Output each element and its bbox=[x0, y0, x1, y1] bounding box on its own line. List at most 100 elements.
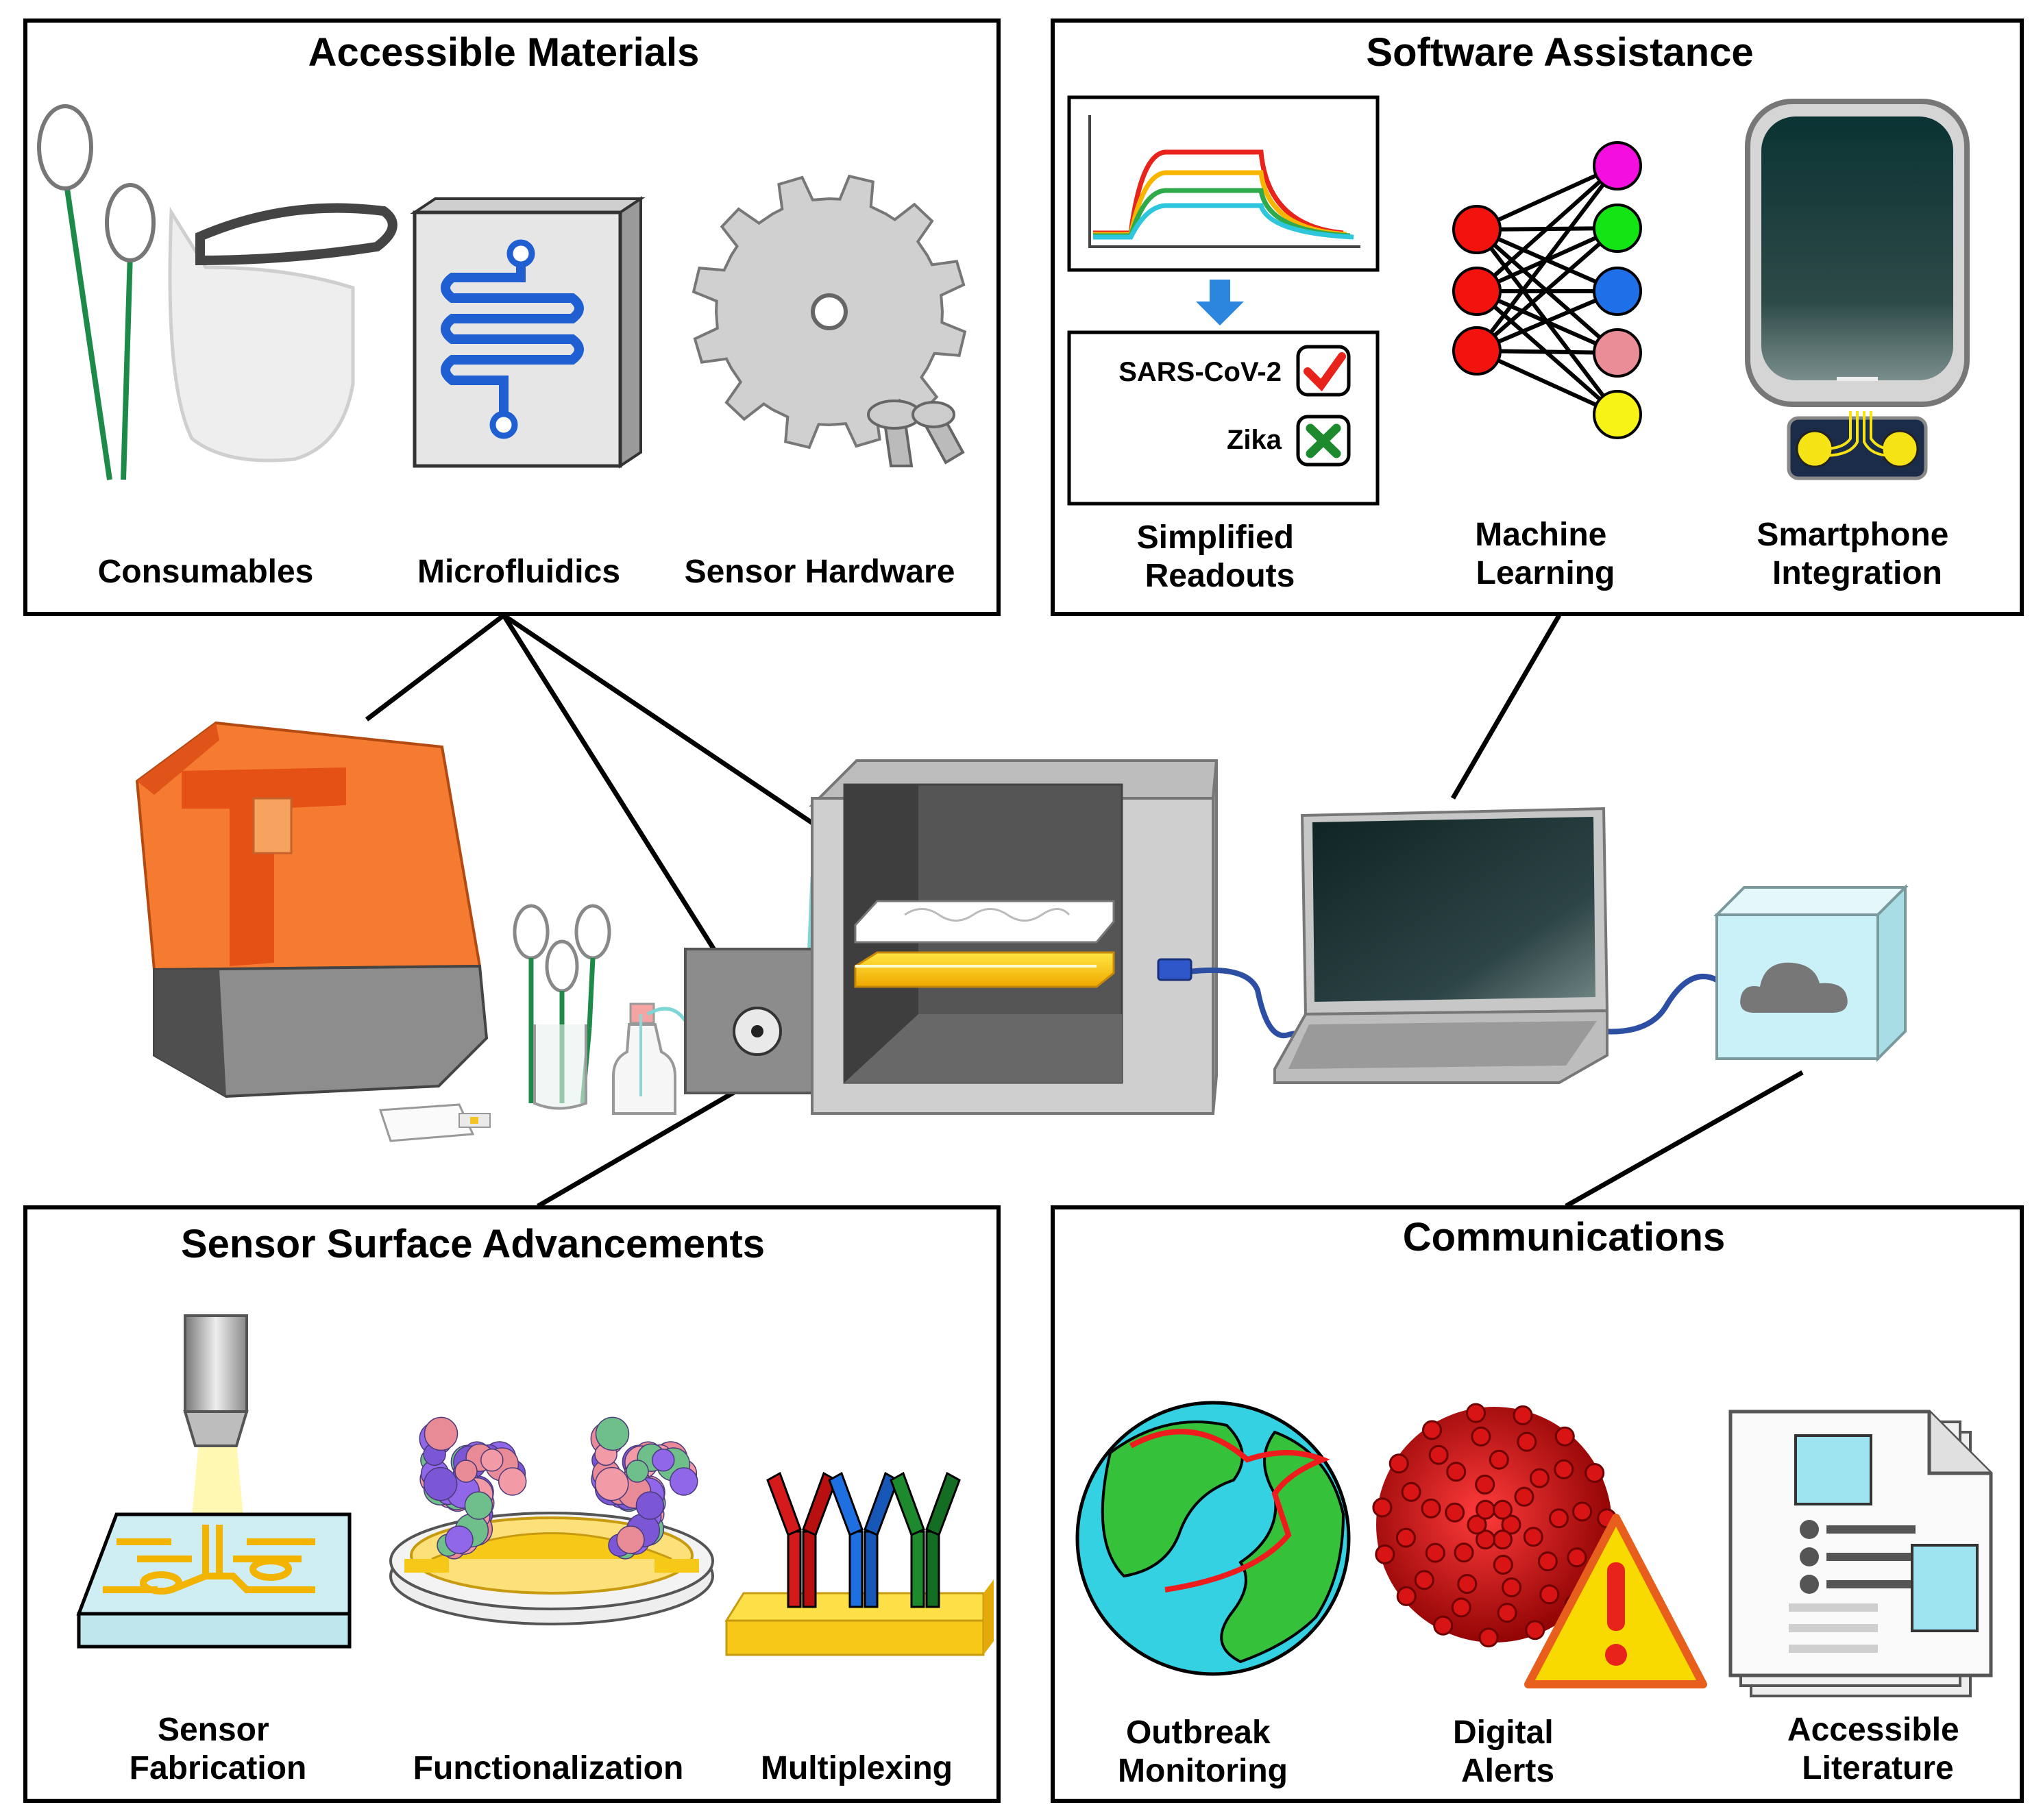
resin-3d-printer-icon bbox=[135, 721, 491, 1142]
virus-capsomer bbox=[1467, 1514, 1487, 1535]
panel-title: Sensor Surface Advancements bbox=[181, 1222, 765, 1266]
pump-icon bbox=[684, 948, 824, 1094]
virus-capsomer bbox=[1476, 1529, 1495, 1550]
item-label-sensor-hardware: Sensor Hardware bbox=[685, 554, 955, 590]
virus-capsomer bbox=[1466, 1403, 1486, 1423]
item-label-digital-alerts: Digital Alerts bbox=[1453, 1714, 1563, 1789]
item-label-smartphone-integration: Smartphone Integration bbox=[1757, 517, 1957, 591]
item-label-simplified-readouts: Simplified Readouts bbox=[1137, 519, 1304, 594]
gear-icon bbox=[692, 174, 967, 467]
protein-subunit bbox=[669, 1467, 698, 1496]
virus-capsomer bbox=[1395, 1527, 1416, 1548]
virus-capsomer bbox=[1525, 1620, 1545, 1640]
protein-subunit bbox=[445, 1525, 474, 1554]
virus-capsomer bbox=[1372, 1497, 1393, 1518]
panel-sensor-surface-advancements: Sensor Surface Advancements Sensor Fabri… bbox=[23, 1205, 1001, 1803]
virus-capsomer bbox=[1471, 1426, 1491, 1447]
sample-bottle-icon bbox=[612, 1003, 676, 1115]
antibody-green-icon bbox=[890, 1471, 961, 1608]
item-label-functionalization: Functionalization bbox=[413, 1750, 684, 1786]
virus-capsomer bbox=[1554, 1459, 1574, 1479]
result-label-sars-cov-2: SARS-CoV-2 bbox=[1118, 357, 1282, 387]
item-label-multiplexing: Multiplexing bbox=[761, 1750, 953, 1786]
panel-accessible-materials: Accessible Materials Consumables Microfl… bbox=[23, 19, 1001, 616]
item-label-accessible-literature: Accessible Literature bbox=[1787, 1712, 1968, 1786]
virus-capsomer bbox=[1493, 1555, 1513, 1575]
virus-capsomer bbox=[1497, 1603, 1517, 1623]
laptop-icon bbox=[1273, 807, 1609, 1084]
panel-software-assistance: Software Assistance SARS-CoV-2 Zika Simp… bbox=[1051, 19, 2024, 616]
laser-fabrication-icon bbox=[76, 1314, 352, 1649]
document-stack-icon bbox=[1728, 1410, 1993, 1697]
protein-cluster-icon bbox=[419, 1416, 698, 1560]
virus-capsomer bbox=[1401, 1481, 1421, 1502]
protein-subunit bbox=[424, 1416, 458, 1451]
virus-capsomer bbox=[1523, 1527, 1543, 1547]
virus-capsomer bbox=[1396, 1586, 1417, 1606]
protein-subunit bbox=[498, 1467, 527, 1496]
virus-capsomer bbox=[1476, 1499, 1495, 1520]
face-shield-icon bbox=[168, 203, 397, 463]
protein-subunit bbox=[454, 1460, 478, 1483]
virus-capsomer bbox=[1433, 1615, 1454, 1636]
virus-capsomer bbox=[1414, 1570, 1434, 1590]
cloud-box-icon bbox=[1713, 884, 1909, 1062]
protein-subunit bbox=[464, 1491, 493, 1520]
virus-capsomer bbox=[1457, 1574, 1478, 1594]
virus-capsomer bbox=[1445, 1502, 1465, 1523]
item-label-outbreak-monitoring: Outbreak Monitoring bbox=[1118, 1714, 1288, 1789]
virus-capsomer bbox=[1554, 1426, 1575, 1447]
virus-capsomer bbox=[1572, 1501, 1593, 1522]
virus-capsomer bbox=[1493, 1529, 1513, 1550]
sensorgram-plot-icon bbox=[1067, 95, 1380, 272]
virus-capsomer bbox=[1567, 1547, 1587, 1568]
item-label-sensor-fabrication: Sensor Fabrication bbox=[130, 1712, 307, 1786]
virus-capsomer bbox=[1501, 1514, 1521, 1535]
virus-capsomer bbox=[1451, 1597, 1471, 1618]
protein-subunit bbox=[626, 1460, 649, 1483]
smartphone-icon bbox=[1745, 99, 1970, 480]
virus-capsomer bbox=[1529, 1468, 1550, 1488]
protein-subunit bbox=[595, 1416, 630, 1451]
virus-capsomer bbox=[1514, 1486, 1534, 1507]
virus-capsomer bbox=[1428, 1444, 1449, 1465]
sensor-housing-icon bbox=[809, 759, 1219, 1115]
result-label-zika: Zika bbox=[1227, 425, 1282, 455]
protein-subunit bbox=[423, 1466, 458, 1501]
item-label-machine-learning: Machine Learning bbox=[1475, 517, 1615, 591]
virus-capsomer bbox=[1537, 1551, 1558, 1572]
protein-subunit bbox=[594, 1466, 629, 1501]
protein-subunit bbox=[635, 1491, 665, 1520]
virus-capsomer bbox=[1502, 1577, 1522, 1597]
antibody-multiplex-icon bbox=[724, 1471, 994, 1656]
antibody-red-icon bbox=[766, 1471, 837, 1608]
virus-capsomer bbox=[1493, 1499, 1513, 1520]
globe-icon bbox=[1075, 1401, 1351, 1676]
panel-title: Software Assistance bbox=[1366, 30, 1753, 75]
screw-icon bbox=[867, 399, 965, 467]
microfluidic-chip-icon bbox=[410, 196, 646, 469]
readout-result-box: SARS-CoV-2 Zika bbox=[1067, 330, 1380, 506]
virus-capsomer bbox=[1478, 1627, 1499, 1648]
panel-title: Communications bbox=[1403, 1215, 1726, 1259]
panel-communications: Communications Outbreak Monitoring Digit… bbox=[1051, 1205, 2024, 1803]
virus-capsomer bbox=[1421, 1498, 1441, 1518]
virus-capsomer bbox=[1585, 1463, 1605, 1483]
neural-network-icon bbox=[1452, 141, 1642, 439]
virus-capsomer bbox=[1513, 1405, 1533, 1425]
antibody-blue-icon bbox=[828, 1471, 899, 1608]
virus-capsomer bbox=[1425, 1542, 1445, 1563]
panel-title: Accessible Materials bbox=[308, 30, 700, 75]
down-arrow-icon bbox=[1196, 280, 1244, 325]
protein-subunit bbox=[652, 1449, 675, 1472]
cloud-icon bbox=[1740, 962, 1848, 1013]
item-label-consumables: Consumables bbox=[98, 554, 314, 590]
virus-capsomer bbox=[1517, 1431, 1537, 1452]
virus-capsomer bbox=[1475, 1475, 1495, 1495]
virus-capsomer bbox=[1454, 1542, 1474, 1563]
functionalized-sensor-icon bbox=[389, 1416, 714, 1625]
virus-capsomer bbox=[1375, 1544, 1395, 1564]
swab-icon bbox=[37, 104, 156, 480]
protein-subunit bbox=[616, 1525, 645, 1554]
